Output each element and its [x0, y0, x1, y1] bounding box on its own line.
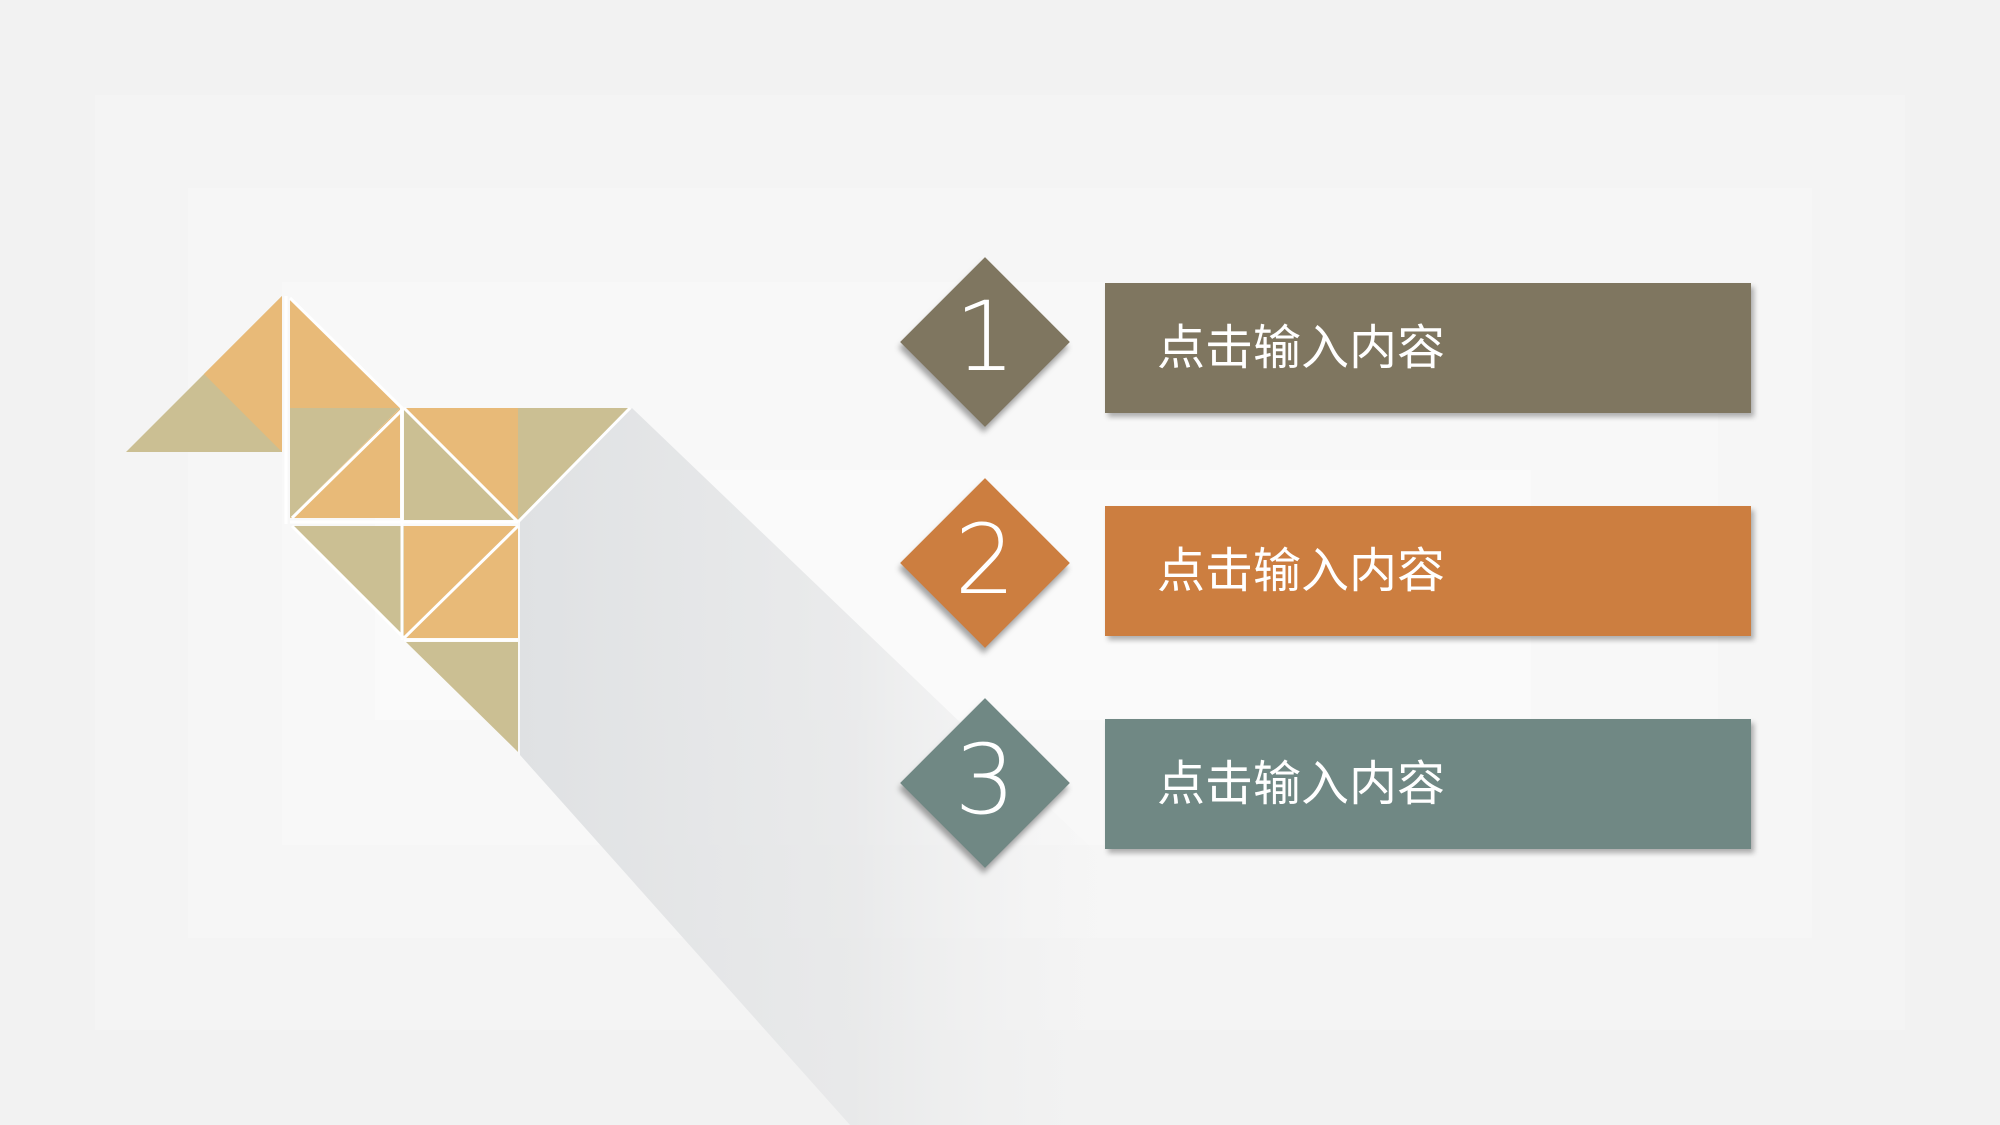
content-text-1[interactable]: 点击输入内容: [1157, 320, 1446, 376]
number-label-3: 3: [954, 724, 1016, 836]
number-label-2: 2: [954, 504, 1016, 616]
tail-triangle: [406, 642, 518, 752]
list-item-2: 2 点击输入内容: [0, 0, 2000, 648]
content-text-2[interactable]: 点击输入内容: [1157, 543, 1446, 599]
content-bar-2[interactable]: 点击输入内容: [1105, 506, 1751, 636]
content-bar-1[interactable]: 点击输入内容: [1105, 283, 1751, 413]
tangram-separators: [284, 296, 632, 642]
body-triangle-1: [290, 408, 400, 518]
content-text-3[interactable]: 点击输入内容: [1157, 756, 1446, 812]
number-label-1: 1: [954, 281, 1016, 393]
list-item-3: 3 点击输入内容: [0, 0, 2000, 868]
long-shadow: [520, 408, 1130, 1125]
content-bar-3[interactable]: 点击输入内容: [1105, 719, 1751, 849]
list-item-1: 1 点击输入内容: [0, 0, 2000, 427]
head-triangle-top: [204, 296, 282, 452]
